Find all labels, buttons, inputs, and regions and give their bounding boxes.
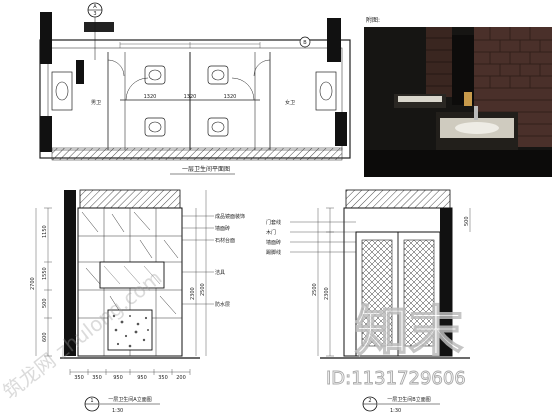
elevation-marker: 1	[84, 396, 100, 412]
elev-a-scale: 1:30	[112, 408, 123, 414]
elev-b-note: 木门	[266, 229, 276, 236]
toilet-icon	[207, 117, 229, 137]
elevation-b: 2300 2500 500 门套线 木门 墙面砖 踢脚线 2 一层卫生间B立面图…	[266, 189, 471, 414]
elev-a-hdim: 350	[158, 375, 168, 381]
elev-a-title: 一层卫生间A立面图	[108, 396, 151, 403]
elevation-a: 1150 1550 2700 500 600 2300 2500 成品镜面装饰 …	[30, 189, 245, 414]
toilet-icon	[207, 65, 229, 85]
elev-b-note: 门套线	[266, 219, 281, 226]
elev-a-vdim: 600	[42, 332, 48, 342]
sink-icon	[51, 71, 73, 111]
id-watermark: ID:1131729606	[326, 368, 466, 389]
section-marker: A 3	[87, 2, 103, 18]
floor-plan: A 3 B 1320 1320 1320 男卫 女卫 一层卫生间平面图	[39, 2, 351, 175]
reference-photo: 附图:	[364, 16, 552, 177]
elev-b-title: 一层卫生间B立面图	[387, 396, 430, 403]
brand-watermark: 知末	[354, 299, 463, 363]
toilet-icon	[144, 65, 166, 85]
elev-a-note: 洁具	[215, 269, 225, 276]
elev-a-vdim: 1550	[42, 267, 48, 280]
plan-title: 一层卫生间平面图	[182, 165, 230, 173]
elev-b-note: 墙面砖	[266, 239, 281, 246]
plan-dim: 1320	[184, 94, 197, 100]
section-marker: B	[299, 36, 311, 48]
elev-a-hdim: 950	[137, 375, 147, 381]
elev-b-vdim: 2300	[324, 287, 330, 300]
plan-dim: 1320	[224, 94, 237, 100]
elev-a-vdim: 2700	[30, 277, 36, 290]
elev-a-vdim: 1150	[42, 225, 48, 238]
elevation-marker: 2	[362, 396, 378, 412]
elev-a-vdim: 500	[42, 298, 48, 308]
elev-a-note: 防水层	[215, 301, 230, 308]
elev-a-vdim-right: 2500	[200, 283, 206, 296]
plan-label-right: 女卫	[285, 99, 295, 106]
toilet-icon	[144, 117, 166, 137]
elev-a-hdim: 950	[113, 375, 123, 381]
elev-a-hdim: 350	[74, 375, 84, 381]
elev-b-scale: 1:30	[390, 408, 401, 414]
elev-a-note: 石材台面	[215, 237, 235, 244]
elev-b-vdim-right: 500	[464, 216, 470, 226]
plan-dim: 1320	[144, 94, 157, 100]
elev-b-vdim: 2500	[312, 283, 318, 296]
plan-label-left: 男卫	[91, 100, 101, 106]
elev-a-hdim: 350	[92, 375, 102, 381]
elev-a-note: 墙面砖	[215, 225, 230, 232]
elev-a-vdim-right: 2300	[190, 287, 196, 300]
brand-logo-text: 知末	[355, 300, 463, 363]
svg-text:A: A	[93, 4, 97, 10]
svg-text:B: B	[303, 40, 307, 46]
svg-text:1: 1	[90, 398, 93, 404]
svg-text:3: 3	[93, 11, 96, 17]
elev-b-note: 踢脚线	[266, 249, 281, 256]
sink-icon	[315, 71, 337, 111]
elev-a-note: 成品镜面装饰	[215, 213, 245, 220]
svg-text:2: 2	[368, 398, 371, 404]
elev-a-hdim: 200	[176, 375, 186, 381]
photo-caption: 附图:	[366, 16, 380, 24]
